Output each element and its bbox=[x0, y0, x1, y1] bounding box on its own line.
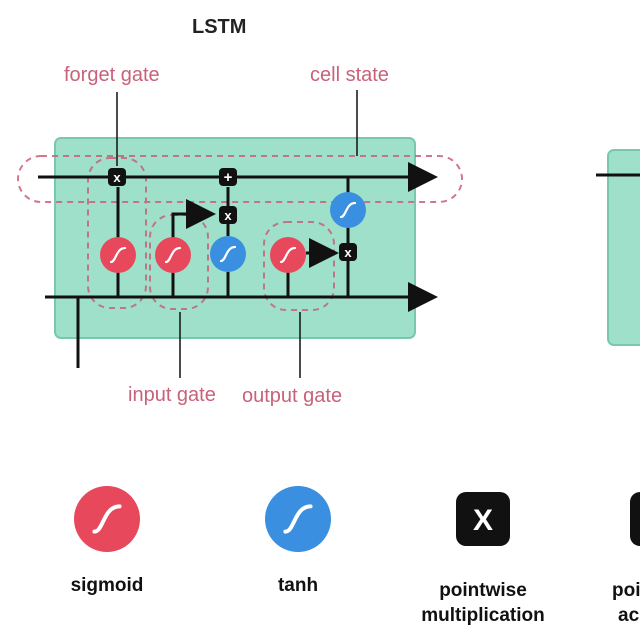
output-sigmoid-icon bbox=[270, 237, 306, 273]
output-multiply-icon: x bbox=[339, 243, 357, 261]
diagram-title: LSTM bbox=[192, 16, 247, 38]
legend-pointwise-label-2: multiplication bbox=[421, 605, 545, 626]
legend-sigmoid-icon bbox=[74, 486, 140, 552]
legend-pointwise-add-label-2: ac bbox=[618, 605, 640, 626]
svg-text:x: x bbox=[113, 170, 121, 185]
forget-gate-label: forget gate bbox=[64, 64, 160, 86]
svg-text:+: + bbox=[224, 169, 233, 186]
forget-sigmoid-icon bbox=[100, 237, 136, 273]
forget-multiply-icon: x bbox=[108, 168, 126, 186]
legend-tanh-icon bbox=[265, 486, 331, 552]
cell-add-icon: + bbox=[219, 168, 237, 186]
svg-text:x: x bbox=[344, 245, 352, 260]
output-tanh-icon bbox=[330, 192, 366, 228]
svg-text:x: x bbox=[224, 208, 232, 223]
cell-state-highlight bbox=[17, 155, 463, 203]
next-cell-box bbox=[607, 149, 640, 346]
legend-pointwise-add-label-1: poi bbox=[612, 580, 640, 601]
legend-add-icon-cut bbox=[630, 492, 640, 546]
input-gate-label: input gate bbox=[128, 384, 216, 406]
cell-state-label: cell state bbox=[310, 64, 389, 86]
input-multiply-icon: x bbox=[219, 206, 237, 224]
legend-multiply-icon: X bbox=[456, 492, 510, 546]
legend-sigmoid-label: sigmoid bbox=[70, 575, 144, 596]
output-gate-label: output gate bbox=[242, 385, 343, 407]
legend-pointwise-label-1: pointwise bbox=[439, 580, 527, 601]
input-tanh-icon bbox=[210, 236, 246, 272]
legend-tanh-label: tanh bbox=[277, 575, 319, 596]
input-sigmoid-icon bbox=[155, 237, 191, 273]
svg-text:X: X bbox=[473, 504, 493, 537]
forget-gate-highlight bbox=[87, 157, 147, 309]
